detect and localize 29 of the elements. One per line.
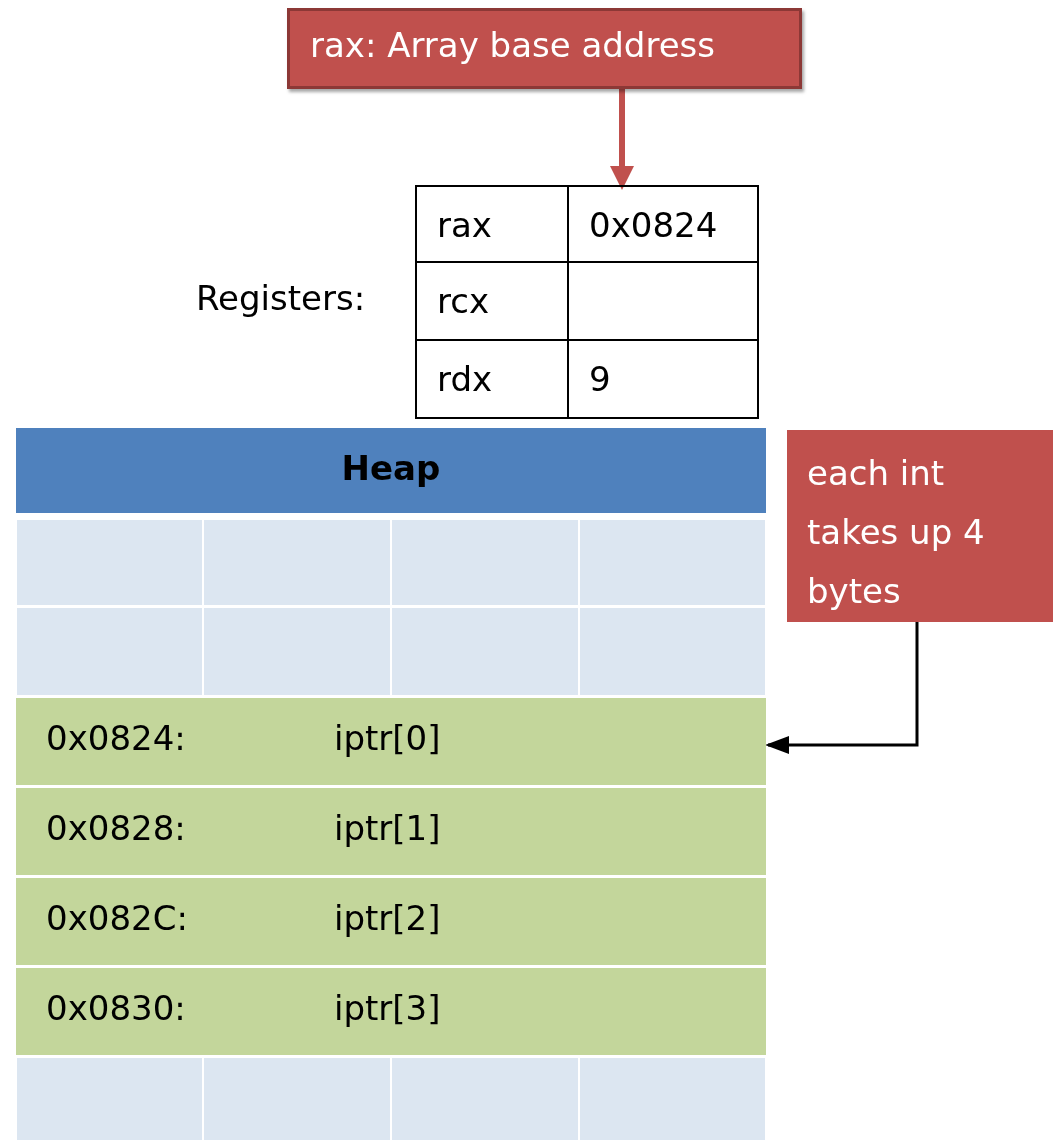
heap-header xyxy=(16,428,766,513)
memory-address: 0x0824: xyxy=(46,718,186,758)
element-name: iptr[0] xyxy=(334,718,441,758)
registers-label: Registers: xyxy=(196,278,366,318)
array-element-row xyxy=(16,968,766,1055)
array-element-row xyxy=(16,878,766,965)
arrow xyxy=(610,89,634,190)
register-row xyxy=(415,185,759,263)
register-value: 9 xyxy=(589,359,611,399)
register-row xyxy=(415,263,759,341)
callout-text: rax: Array base address xyxy=(310,25,715,65)
arrow xyxy=(765,622,919,754)
element-name: iptr[3] xyxy=(334,988,441,1028)
register-value: 0x0824 xyxy=(589,205,718,245)
array-element-row xyxy=(16,698,766,785)
element-name: iptr[1] xyxy=(334,808,441,848)
callout-box xyxy=(287,8,802,89)
array-element-row xyxy=(16,788,766,875)
note-text: each int takes up 4 bytes xyxy=(807,452,986,613)
heap-title: Heap xyxy=(340,448,442,488)
register-name: rcx xyxy=(437,281,490,321)
memory-address: 0x0830: xyxy=(46,988,186,1028)
register-name: rax xyxy=(437,205,492,245)
memory-address: 0x0828: xyxy=(46,808,186,848)
register-row xyxy=(415,341,759,419)
register-name: rdx xyxy=(437,359,493,399)
note-box xyxy=(787,430,1053,622)
memory-address: 0x082C: xyxy=(46,898,188,938)
element-name: iptr[2] xyxy=(334,898,441,938)
